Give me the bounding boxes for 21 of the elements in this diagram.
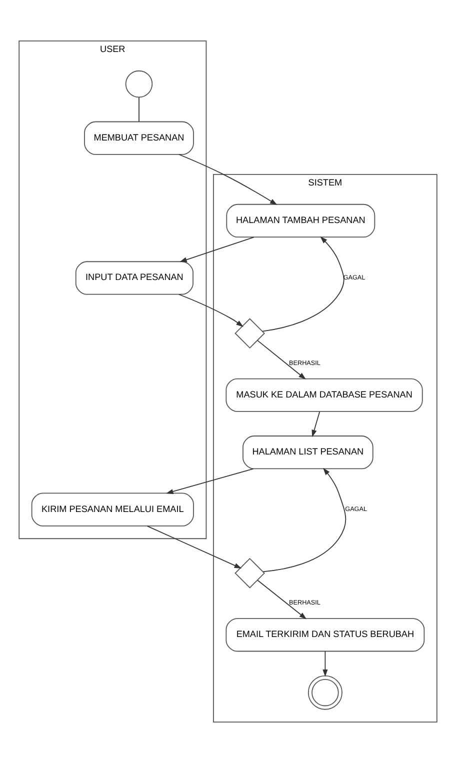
node-box: KIRIM PESANAN MELALUI EMAIL (31, 492, 194, 526)
node-circle (125, 70, 153, 98)
node-box: EMAIL TERKIRIM DAN STATUS BERUBAH (226, 618, 425, 652)
arrow (180, 236, 254, 262)
arrow (178, 154, 278, 204)
arrow (322, 650, 328, 676)
connector (138, 96, 140, 122)
arrow (146, 525, 242, 568)
node-box: INPUT DATA PESANAN (75, 260, 194, 294)
node-box: MASUK KE DALAM DATABASE PESANAN (226, 378, 423, 412)
arrow (257, 579, 307, 619)
node-box: HALAMAN LIST PESANAN (242, 435, 374, 469)
node-box: MEMBUAT PESANAN (84, 120, 194, 154)
arrow (312, 410, 320, 437)
arrow (257, 340, 306, 379)
arrow (166, 468, 254, 494)
node-box: HALAMAN TAMBAH PESANAN (226, 203, 376, 238)
arrow (178, 293, 244, 326)
arrow (262, 467, 346, 572)
arrow (262, 236, 344, 332)
node-circle (308, 674, 342, 710)
